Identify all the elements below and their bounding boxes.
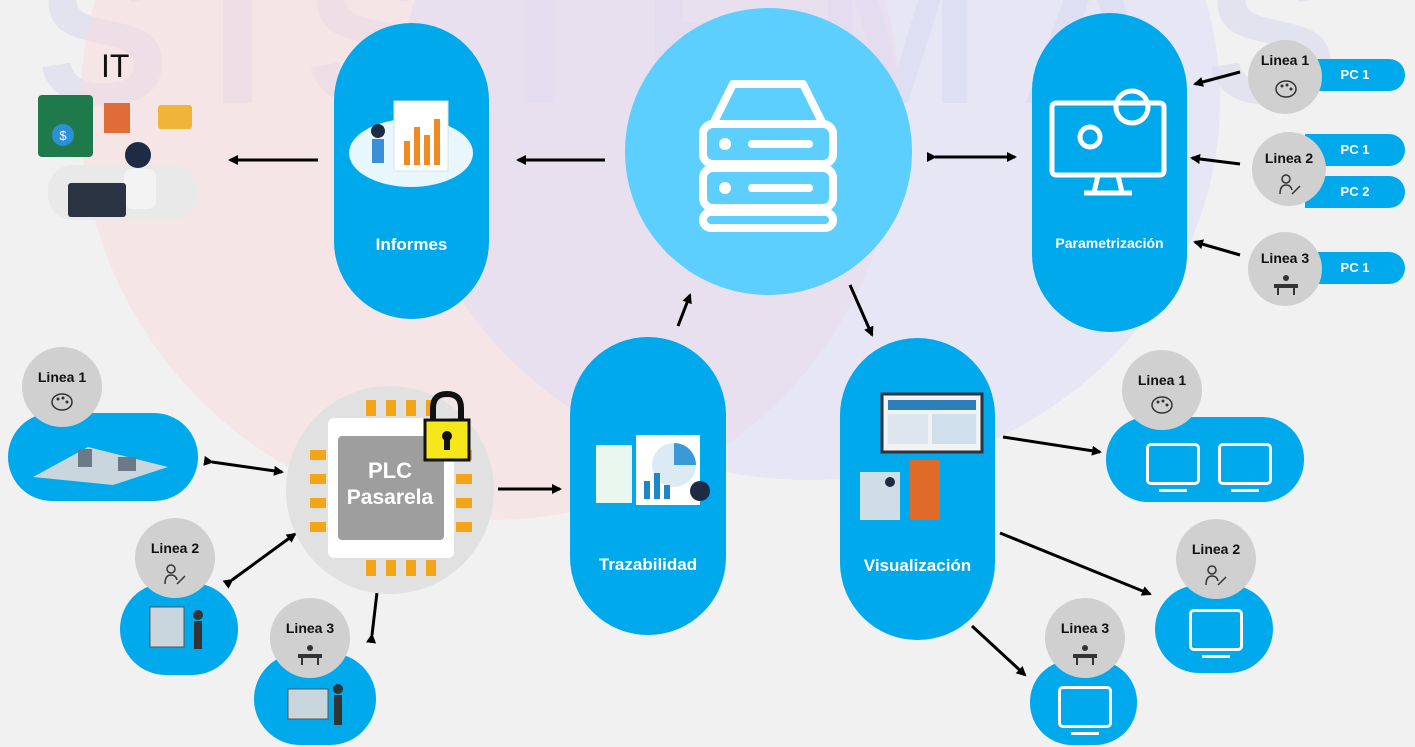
left-line3-circle: Linea 3 (270, 598, 350, 678)
palette-icon (1275, 80, 1297, 98)
left-line2-label: Linea 2 (150, 540, 200, 556)
visualizacion-label: Visualización (863, 556, 972, 575)
monitor-icon (1058, 686, 1112, 735)
right-line2-label: Linea 2 (1191, 541, 1241, 557)
arrow-traz-to-server (676, 293, 692, 327)
monitor-gears-icon (1049, 88, 1167, 196)
analytics-icon (596, 435, 710, 505)
worker-wrench-icon (1205, 565, 1227, 586)
trazabilidad-label: Trazabilidad (598, 555, 698, 574)
machine-operator-illustration (149, 606, 203, 649)
parametrizacion-node[interactable]: Parametrización (1032, 13, 1187, 332)
visualizacion-node[interactable]: Visualización (840, 338, 995, 640)
assembly-line-icon (1274, 275, 1298, 295)
monitor-icon (1189, 609, 1243, 658)
arrow-plc-line2 (222, 532, 297, 589)
assembly-line-icon (298, 645, 322, 665)
it-label: IT (101, 48, 130, 84)
worker-wrench-icon (164, 564, 186, 585)
arrow-visual-line3 (970, 624, 1027, 677)
right-line2-circle: Linea 2 (1176, 519, 1256, 599)
chip-icon (310, 400, 472, 576)
left-line3-label: Linea 3 (285, 620, 335, 636)
param-line3-circle: Linea 3 (1248, 232, 1322, 306)
informes-label: Informes (375, 235, 448, 254)
right-line3-label: Linea 3 (1060, 620, 1110, 636)
param-line1-label: Linea 1 (1260, 52, 1310, 68)
right-line3-circle: Linea 3 (1045, 598, 1125, 678)
left-line1-circle: Linea 1 (22, 347, 102, 427)
param-line2-label: Linea 2 (1264, 150, 1314, 166)
arrow-visual-line2 (999, 531, 1152, 596)
right-line1-screens (1106, 417, 1304, 502)
server-node[interactable] (625, 8, 912, 295)
it-worker-illustration: $ (38, 95, 198, 220)
param-line1-circle: Linea 1 (1248, 40, 1322, 114)
left-line2-circle: Linea 2 (135, 518, 215, 598)
trazabilidad-node[interactable]: Trazabilidad (570, 337, 726, 635)
arrow-line1-to-param (1193, 70, 1241, 87)
production-line-illustration (33, 447, 168, 485)
plc-label-line1: PLC (368, 458, 412, 483)
monitor-icon (1146, 443, 1200, 492)
arrow-plc-line1 (203, 455, 284, 476)
arrow-line2-to-param (1190, 154, 1241, 166)
right-line1-label: Linea 1 (1137, 372, 1187, 388)
palette-icon (1151, 396, 1173, 414)
worker-wrench-icon (1279, 174, 1301, 195)
assembly-line-icon (1073, 645, 1097, 665)
right-line2-screen (1155, 585, 1273, 673)
assembly-operator-illustration (287, 684, 343, 725)
param-line2-circle: Linea 2 (1252, 132, 1326, 206)
parametrizacion-label: Parametrización (1055, 235, 1164, 251)
informes-node[interactable]: Informes (334, 23, 489, 319)
padlock-icon (423, 390, 471, 462)
left-line1-machine (8, 413, 198, 501)
arrow-visual-line1 (1002, 435, 1102, 456)
palette-icon (51, 393, 73, 411)
report-chart-icon (349, 100, 473, 187)
param-line3-label: Linea 3 (1260, 250, 1310, 266)
svg-text:$: $ (59, 128, 67, 143)
right-line1-circle: Linea 1 (1122, 350, 1202, 430)
plc-label-line2: Pasarela (346, 486, 434, 509)
dashboard-screen-illustration (860, 392, 984, 520)
left-line1-label: Linea 1 (37, 369, 87, 385)
arrow-server-to-visual (848, 284, 874, 337)
database-server-icon (699, 80, 837, 232)
left-line2-machine (120, 583, 238, 675)
monitor-icon (1218, 443, 1272, 492)
arrow-line3-to-param (1193, 239, 1241, 257)
